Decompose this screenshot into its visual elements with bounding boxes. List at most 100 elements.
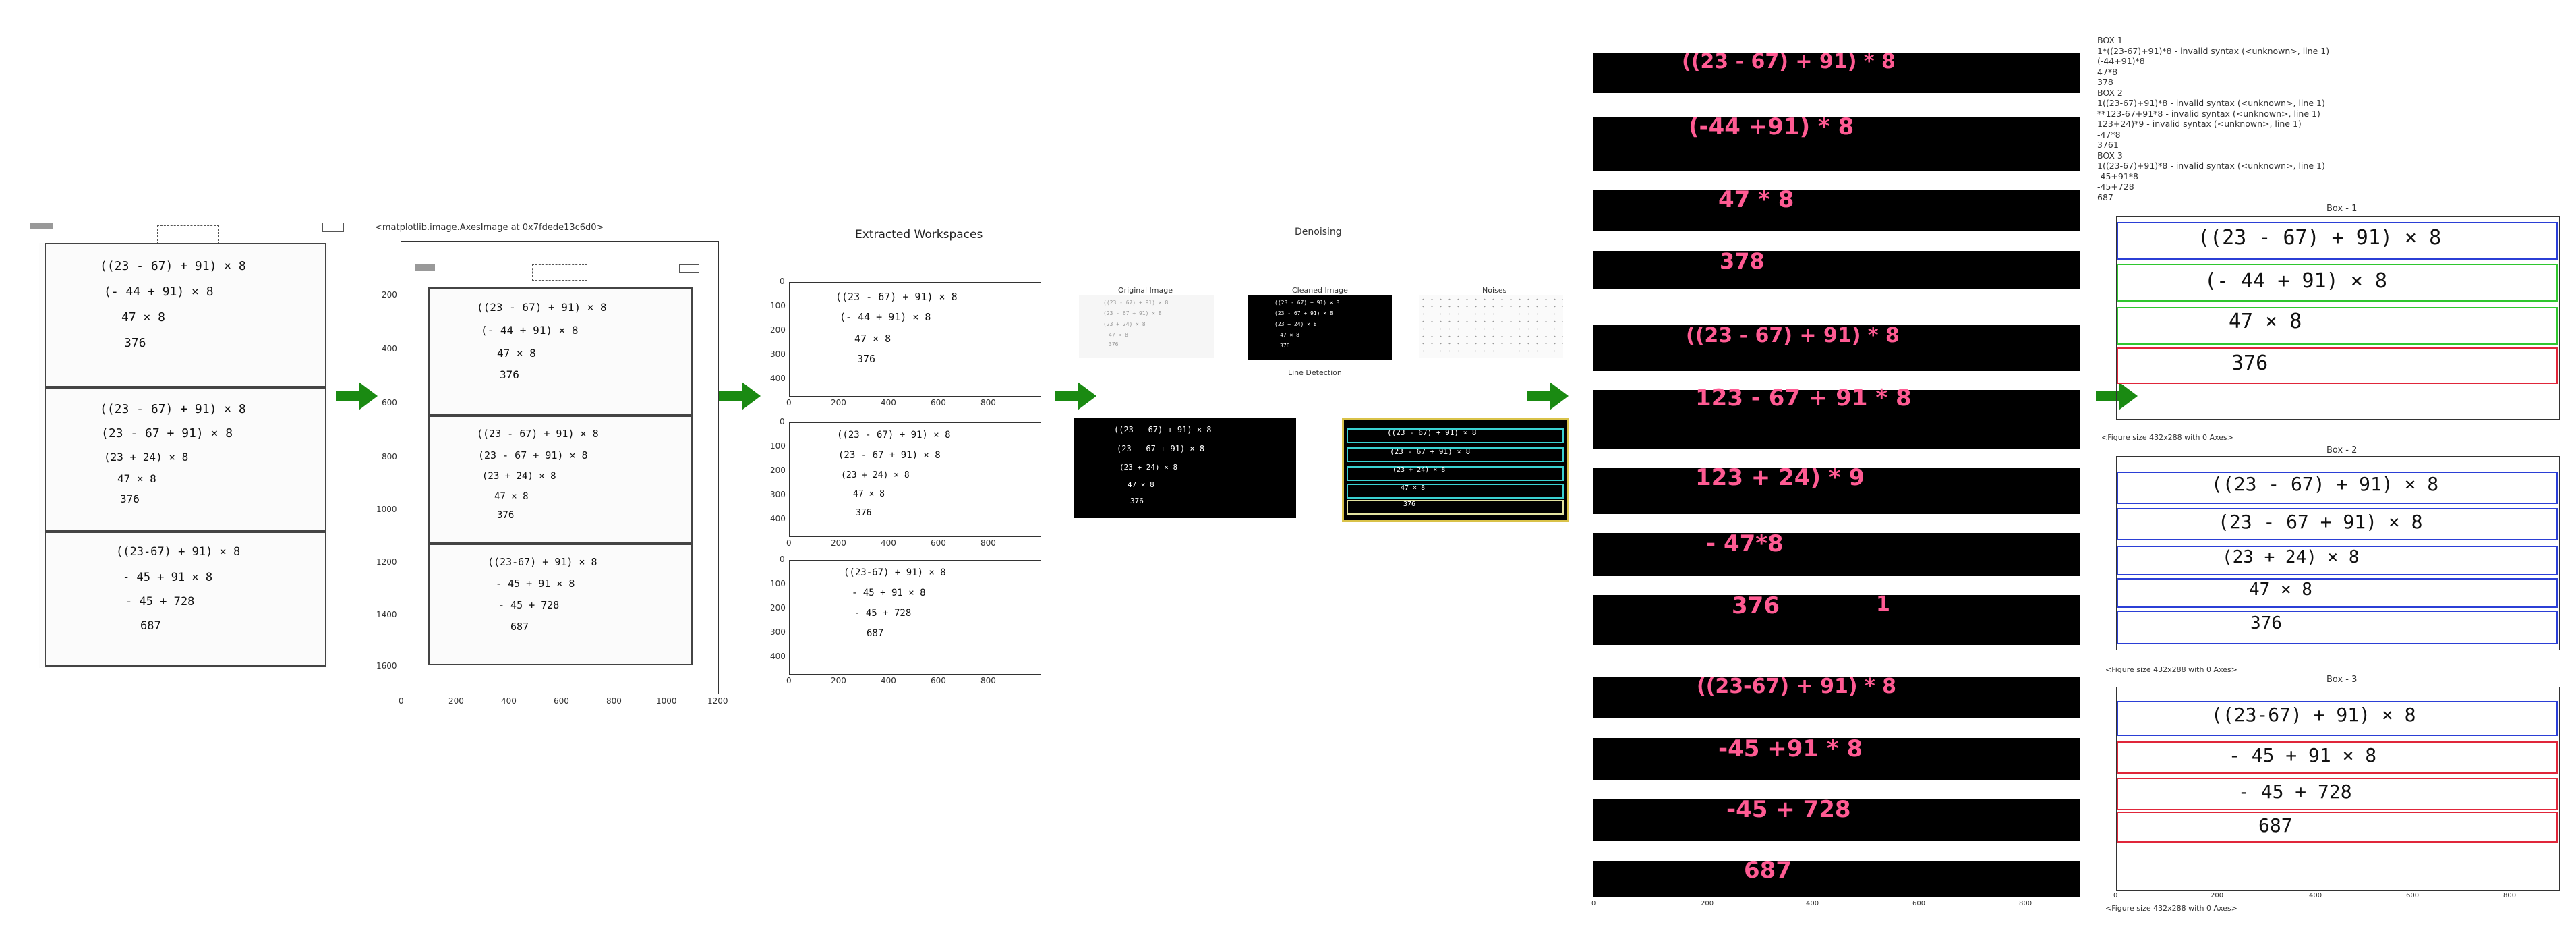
figure-caption: <Figure size 432x288 with 0 Axes>: [2105, 665, 2237, 674]
y-tick-label: 400: [770, 652, 786, 661]
workspace-line: 47 × 8: [2229, 310, 2302, 333]
y-tick-label: 100: [770, 301, 786, 310]
workspace-line: 47 × 8: [121, 310, 166, 325]
sheet-corner-mark: [415, 264, 435, 271]
arrow-right-icon: [336, 382, 378, 410]
x-tick-label: 800: [980, 538, 996, 548]
workspace-line: ((23 - 67) + 91) × 8: [1275, 300, 1340, 306]
workspace-line: ((23 - 67) + 91) × 8: [837, 430, 951, 441]
ocr-label: 1: [1876, 592, 1890, 616]
ocr-label: (-44 +91) * 8: [1689, 113, 1854, 140]
workspace-line: (- 44 + 91) × 8: [2204, 269, 2387, 293]
workspace-line: 687: [867, 628, 884, 639]
workspace-line: (23 - 67 + 91) × 8: [478, 449, 588, 461]
y-tick-label: 0: [780, 417, 785, 426]
workspace-line: 376: [1130, 497, 1144, 505]
x-tick-label: 600: [931, 676, 946, 685]
ocr-strip: [1593, 117, 2080, 171]
workspace-line: (- 44 + 91) × 8: [481, 324, 579, 337]
ocr-label: - 47*8: [1706, 530, 1784, 557]
arrow-right-icon: [2096, 382, 2138, 410]
y-tick-label: 400: [770, 374, 786, 383]
workspace-line: ((23 - 67) + 91) × 8: [477, 428, 599, 440]
arrow-right-icon: [1055, 382, 1096, 410]
workspace-panel-1: ((23 - 67) + 91) × 8 (- 44 + 91) × 8 47 …: [789, 282, 1041, 397]
ocr-label: ((23 - 67) + 91) * 8: [1682, 50, 1896, 74]
x-tick-label: 400: [501, 696, 517, 706]
cleaned-image-thumb: ((23 - 67) + 91) × 8 (23 - 67 + 91) × 8 …: [1248, 295, 1392, 360]
arrow-right-icon: [1527, 382, 1569, 410]
line-box: [2117, 741, 2558, 774]
workspace-line: 376: [1109, 341, 1119, 347]
x-tick-label: 400: [881, 398, 896, 407]
workspace-line: - 45 + 728: [854, 608, 912, 619]
box-title: Box - 2: [2326, 445, 2358, 455]
result-box-1: ((23 - 67) + 91) × 8 (- 44 + 91) × 8 47 …: [2116, 216, 2560, 420]
workspace-line: (- 44 + 91) × 8: [840, 311, 931, 323]
x-tick-label: 0: [786, 398, 792, 407]
y-tick-label: 200: [770, 603, 786, 613]
y-tick-label: 300: [770, 349, 786, 359]
line-box: [2117, 778, 2558, 810]
ocr-strip: [1593, 533, 2080, 576]
box-title: Box - 3: [2326, 675, 2358, 685]
ocr-strip: [1593, 53, 2080, 93]
sheet-box-3: ((23-67) + 91) × 8 - 45 + 91 × 8 - 45 + …: [428, 544, 693, 665]
sheet-box-1: ((23 - 67) + 91) × 8 (- 44 + 91) × 8 47 …: [45, 243, 326, 387]
y-tick-label: 800: [382, 452, 397, 461]
detected-line: [1347, 466, 1564, 481]
x-tick-label: 0: [786, 676, 792, 685]
workspace-line: 47 × 8: [1280, 332, 1299, 338]
figure-caption: <Figure size 432x288 with 0 Axes>: [2101, 433, 2233, 442]
workspace-line: - 45 + 728: [498, 599, 560, 611]
y-tick-label: 1000: [376, 505, 397, 514]
sheet-header-box: [532, 264, 587, 281]
workspace-line: 376: [120, 492, 140, 505]
ocr-strip: [1593, 325, 2080, 371]
line-box: [2117, 508, 2558, 540]
original-image-thumb: ((23 - 67) + 91) × 8 (23 - 67 + 91) × 8 …: [1079, 295, 1214, 358]
ocr-strip: [1593, 390, 2080, 449]
workspace-line: - 45 + 91 × 8: [852, 588, 926, 598]
extracted-workspaces-title: Extracted Workspaces: [855, 228, 983, 242]
x-tick-label: 200: [448, 696, 464, 706]
workspace-line: 687: [510, 621, 529, 633]
workspace-line: ((23 - 67) + 91) × 8: [100, 259, 246, 273]
ocr-label: ((23-67) + 91) * 8: [1697, 675, 1897, 698]
workspace-line: - 45 + 728: [125, 595, 195, 609]
ocr-strip: [1593, 190, 2080, 231]
workspace-line: 47 × 8: [853, 489, 885, 499]
detected-line: [1347, 447, 1564, 462]
workspace-line: ((23-67) + 91) × 8: [116, 545, 241, 559]
workspace-panel-3: ((23-67) + 91) × 8 - 45 + 91 × 8 - 45 + …: [789, 560, 1041, 675]
line-box: [2117, 222, 2558, 260]
line-detection-label: Line Detection: [1288, 368, 1342, 377]
workspace-line: ((23 - 67) + 91) × 8: [100, 402, 246, 416]
box-title: Box - 1: [2326, 204, 2358, 214]
workspace-line: 47 × 8: [854, 333, 891, 345]
ocr-strip: [1593, 595, 2080, 645]
line-box: [2117, 578, 2558, 608]
ocr-label: 123 - 67 + 91 * 8: [1695, 385, 1912, 412]
y-tick-label: 300: [770, 627, 786, 637]
x-tick-label: 0: [1591, 900, 1596, 907]
sheet-box-1: ((23 - 67) + 91) × 8 (- 44 + 91) × 8 47 …: [428, 287, 693, 416]
ocr-label: 123 + 24) * 9: [1695, 464, 1865, 491]
x-tick-label: 800: [2019, 900, 2032, 907]
workspace-line: (23 - 67 + 91) × 8: [2218, 511, 2423, 533]
stage1-sheet: ((23 - 67) + 91) × 8 (- 44 + 91) × 8 47 …: [30, 223, 344, 668]
workspace-line: (23 - 67 + 91) × 8: [1390, 447, 1471, 456]
workspace-panel-2: ((23 - 67) + 91) × 8 (23 - 67 + 91) × 8 …: [789, 422, 1041, 537]
x-tick-label: 1000: [656, 696, 677, 706]
detected-line: [1347, 428, 1564, 443]
x-tick-label: 400: [881, 538, 896, 548]
y-tick-label: 400: [770, 514, 786, 524]
workspace-line: (23 - 67 + 91) × 8: [101, 426, 233, 441]
stage2-axes: ((23 - 67) + 91) × 8 (- 44 + 91) × 8 47 …: [401, 241, 719, 694]
workspace-line: 47 × 8: [117, 472, 156, 485]
x-tick-label: 600: [1912, 900, 1926, 907]
noises-label: Noises: [1482, 286, 1507, 295]
sheet-box-2: ((23 - 67) + 91) × 8 (23 - 67 + 91) × 8 …: [428, 416, 693, 544]
workspace-line: (- 44 + 91) × 8: [104, 285, 214, 299]
evaluation-log: BOX 1 1*((23-67)+91)*8 - invalid syntax …: [2097, 35, 2330, 202]
